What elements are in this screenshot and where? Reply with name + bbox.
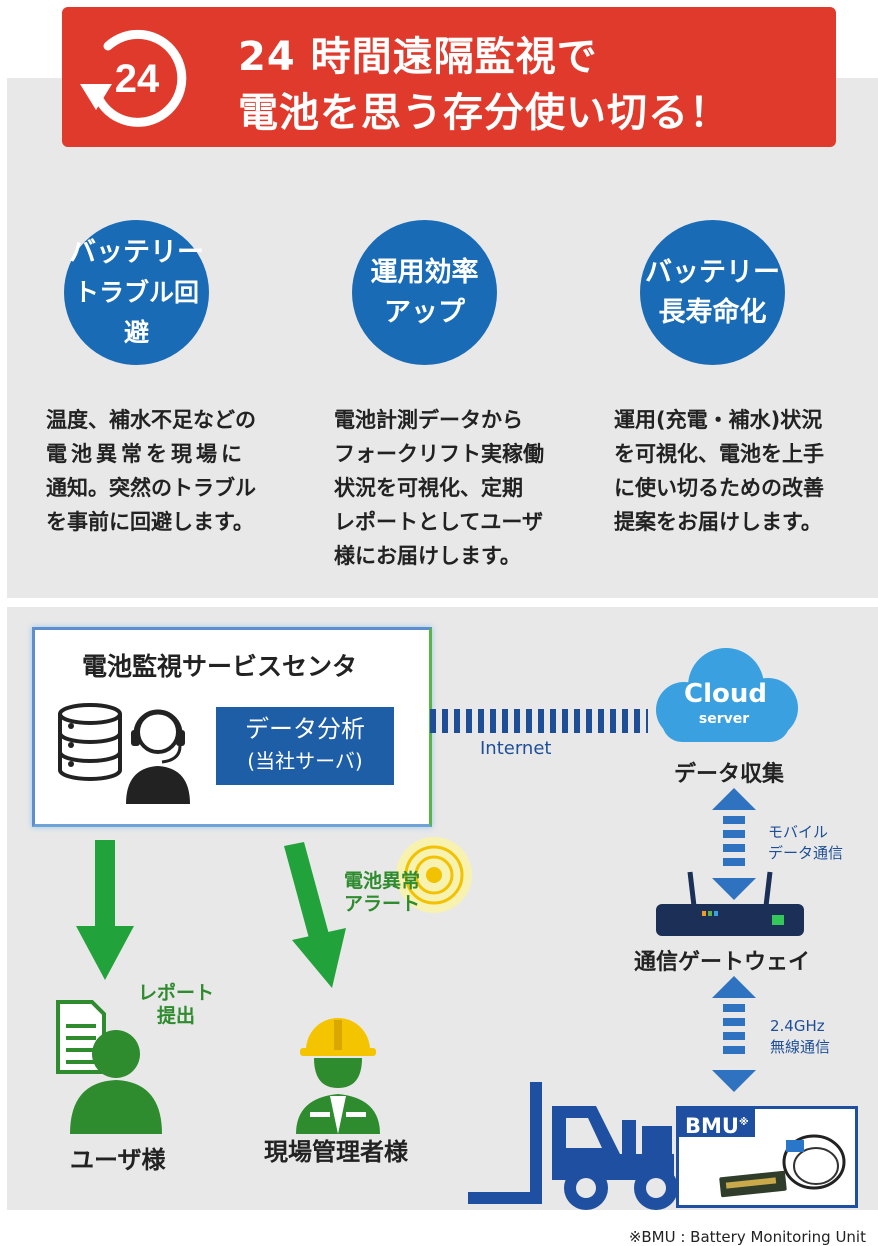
alert-arrow — [284, 842, 346, 988]
alert-glow-icon — [396, 837, 472, 913]
report-arrow — [76, 840, 134, 980]
24-hour-icon: 24 — [80, 29, 187, 127]
battery-alert-label: 電池異常 アラート — [344, 870, 420, 916]
desc-line: 提案をお届けします。 — [614, 510, 822, 534]
wireless-label-line: 2.4GHz — [770, 1017, 825, 1035]
feature-circle-efficiency: 運用効率 アップ — [352, 220, 497, 365]
cloud-server-icon — [656, 648, 798, 742]
desc-line: レポートとしてユーザ — [334, 510, 543, 534]
report-submission-label: レポート 提出 — [138, 982, 214, 1028]
alert-label-line: 電池異常 — [344, 870, 421, 892]
cloud-subtitle: server — [698, 711, 750, 727]
desc-line: 温度、補水不足などの — [46, 408, 256, 432]
bmu-label: BMU※ — [679, 1109, 755, 1138]
mobile-communication-label: モバイル データ通信 — [768, 822, 843, 864]
report-label-line: レポート — [138, 982, 215, 1004]
alert-label-line: アラート — [344, 893, 421, 915]
feature-desc-2: 電池計測データから フォークリフト実稼働 状況を可視化、定期 レポートとしてユー… — [334, 403, 544, 573]
feature-desc-1: 温度、補水不足などの 電池異常を現場に 通知。突然のトラブル を事前に回避します… — [46, 403, 256, 539]
mobile-label-line: モバイル — [768, 823, 829, 841]
monitoring-center-title: 電池監視サービスセンタ — [82, 652, 358, 681]
desc-line: を事前に回避します。 — [46, 510, 254, 534]
desc-line: 状況を可視化、定期 — [334, 476, 523, 500]
feature-circle-long-life: バッテリー 長寿命化 — [640, 220, 785, 365]
svg-text:24: 24 — [115, 57, 160, 101]
site-manager-helmet-icon — [296, 1018, 380, 1134]
wireless-link-double-arrow — [712, 976, 756, 1092]
internet-connection-line — [430, 709, 648, 733]
feature-circle-line: トラブル回避 — [73, 277, 199, 347]
gateway-router-icon — [656, 871, 804, 936]
feature-desc-3: 運用(充電・補水)状況 を可視化、電池を上手 に使い切るための改善 提案をお届け… — [614, 403, 824, 539]
desc-line: を可視化、電池を上手 — [614, 442, 824, 466]
desc-line: 運用(充電・補水)状況 — [614, 408, 823, 432]
headline-line-1: 24 時間遠隔監視で — [238, 34, 598, 80]
desc-line: 様にお届けします。 — [334, 544, 521, 568]
user-with-report-icon — [56, 1000, 162, 1134]
bmu-text: BMU — [685, 1114, 739, 1138]
bmu-note-mark: ※ — [738, 1117, 749, 1128]
headline-line-2: 電池を思う存分使い切る！ — [238, 90, 730, 136]
feature-circle-line: バッテリー — [645, 256, 780, 288]
cloud-title: Cloud — [684, 679, 767, 709]
desc-line: フォークリフト実稼働 — [334, 442, 544, 466]
internet-label: Internet — [480, 738, 552, 759]
bmu-footnote: ※BMU : Battery Monitoring Unit — [628, 1228, 866, 1246]
feature-circle-line: 長寿命化 — [658, 296, 767, 328]
data-collection-label: データ収集 — [674, 762, 785, 787]
mobile-label-line: データ通信 — [768, 844, 844, 862]
wireless-label-line: 無線通信 — [770, 1038, 831, 1056]
headline-banner — [62, 7, 836, 147]
feature-circle-line: 運用効率 — [370, 256, 479, 288]
analysis-sublabel: (当社サーバ) — [247, 749, 363, 773]
wireless-communication-label: 2.4GHz 無線通信 — [770, 1016, 830, 1058]
gateway-label: 通信ゲートウェイ — [634, 950, 811, 975]
forklift-icon — [468, 1082, 678, 1210]
mobile-link-double-arrow — [712, 788, 756, 900]
desc-line: 電池異常を現場に — [46, 442, 246, 466]
analysis-label: データ分析 — [245, 715, 365, 743]
database-icon — [58, 703, 122, 781]
feature-circle-line: アップ — [384, 296, 465, 328]
desc-line: 電池計測データから — [334, 408, 523, 432]
site-manager-label: 現場管理者様 — [264, 1138, 408, 1166]
data-analysis-server-box: データ分析 (当社サーバ) — [216, 707, 394, 785]
operator-headset-icon — [126, 709, 190, 804]
desc-line: に使い切るための改善 — [614, 476, 824, 500]
user-label: ユーザ様 — [70, 1146, 166, 1174]
feature-circle-line: バッテリー — [69, 236, 204, 268]
desc-line: 通知。突然のトラブル — [46, 476, 256, 500]
feature-circle-trouble-avoidance: バッテリー トラブル回避 — [64, 220, 209, 365]
report-label-line: 提出 — [157, 1005, 196, 1027]
bmu-device-photo — [719, 1134, 846, 1198]
